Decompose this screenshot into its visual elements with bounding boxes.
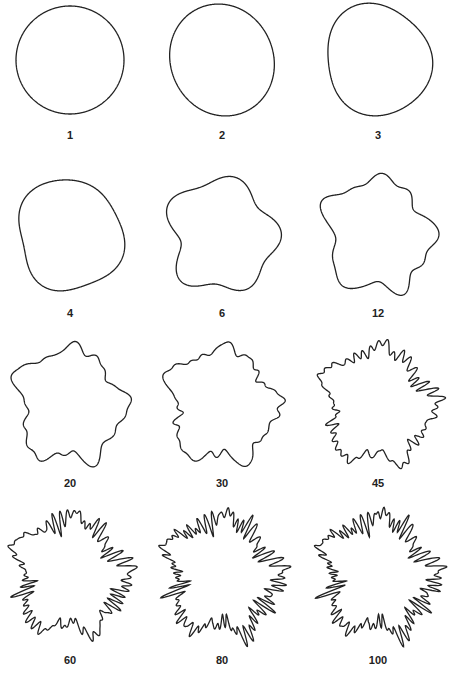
harmonic-count: 12 [372,308,384,319]
leaf-outline [315,507,447,646]
harmonic-count: 3 [375,130,381,141]
harmonic-count: 30 [216,478,228,489]
leaf-outline [167,176,282,290]
harmonic-count: 1 [67,130,73,141]
leaf-outline [8,510,137,641]
harmonic-count: 20 [64,478,76,489]
leaf-outline [328,3,433,116]
harmonic-count: 45 [372,478,384,489]
leaf-outline [317,340,445,469]
harmonic-count: 100 [369,655,387,666]
leaf-outline [16,6,124,114]
harmonic-count: 80 [216,655,228,666]
leaf-outline [11,341,131,466]
leaf-outline [163,342,285,466]
leaf-outline [19,180,125,291]
harmonic-count: 60 [64,655,76,666]
leaf-outline [170,4,275,116]
harmonic-count: 4 [67,308,73,319]
leaf-outline [320,173,439,295]
leaf-outline [159,508,291,647]
harmonic-count: 6 [219,308,225,319]
harmonic-count: 2 [219,130,225,141]
